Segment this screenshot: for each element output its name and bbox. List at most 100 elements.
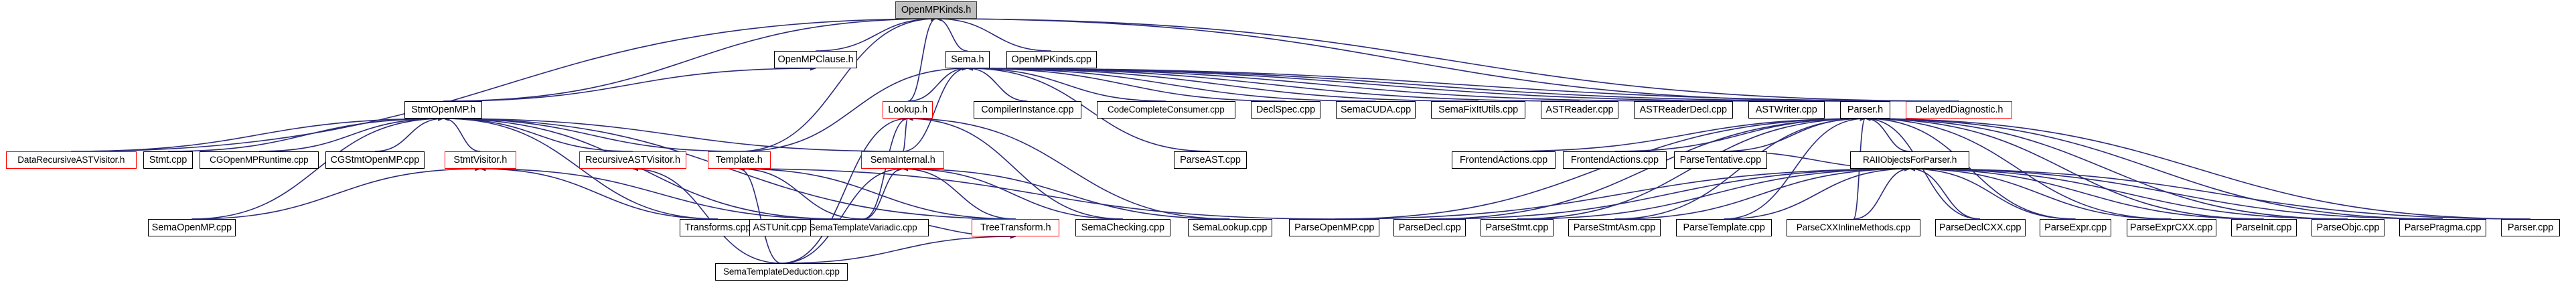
graph-node-parsepragma-cpp[interactable]: ParsePragma.cpp (2399, 219, 2486, 236)
graph-node-parser-cpp[interactable]: Parser.cpp (2500, 219, 2561, 236)
graph-node-parseexpr-cpp[interactable]: ParseExpr.cpp (2039, 219, 2112, 236)
graph-node-sema-h[interactable]: Sema.h (945, 51, 990, 68)
graph-node-parser-h[interactable]: Parser.h (1839, 101, 1891, 119)
graph-edge (443, 116, 739, 152)
graph-node-parseopenmp-cpp[interactable]: ParseOpenMP.cpp (1289, 219, 1380, 236)
graph-node-astunit-cpp[interactable]: ASTUnit.cpp (749, 219, 811, 236)
graph-node-treetransform-h[interactable]: TreeTransform.h (972, 219, 1060, 236)
graph-edge (966, 66, 1028, 102)
graph-node-recursiveastvisitor-h[interactable]: RecursiveASTVisitor.h (579, 151, 687, 169)
graph-node-codecompleteconsumer-cpp[interactable]: CodeCompleteConsumer.cpp (1096, 101, 1235, 119)
graph-node-stmtvisitor-h[interactable]: StmtVisitor.h (444, 151, 517, 169)
graph-edge (1430, 116, 1866, 220)
graph-node-astwriter-cpp[interactable]: ASTWriter.cpp (1748, 101, 1825, 119)
graph-node-semachecking-cpp[interactable]: SemaChecking.cpp (1075, 219, 1170, 236)
graph-edge (1853, 116, 1866, 220)
graph-node-cgopenmpruntime-cpp[interactable]: CGOpenMPRuntime.cpp (200, 151, 319, 169)
graph-edge (192, 116, 445, 220)
graph-edge (374, 116, 445, 152)
graph-edge (479, 166, 840, 220)
graph-edge (1909, 166, 2172, 220)
graph-edge (1909, 166, 2348, 220)
graph-edge (907, 116, 1230, 220)
graph-edge (781, 116, 909, 264)
graph-node-parseinit-cpp[interactable]: ParseInit.cpp (2230, 219, 2297, 236)
graph-node-frontendactions-cpp[interactable]: FrontendActions.cpp (1451, 151, 1556, 169)
graph-edge (966, 66, 1376, 102)
graph-node-parsetemplate-cpp[interactable]: ParseTemplate.cpp (1676, 219, 1772, 236)
graph-node-parsestmtasm-cpp[interactable]: ParseStmtAsm.cpp (1568, 219, 1661, 236)
graph-node-semalookup-cpp[interactable]: SemaLookup.cpp (1187, 219, 1272, 236)
graph-edge (1334, 166, 1911, 220)
graph-edge (738, 166, 1335, 220)
graph-edge (71, 116, 445, 152)
graph-node-stmt-cpp[interactable]: Stmt.cpp (143, 151, 193, 169)
graph-edge (1334, 116, 1866, 220)
graph-node-declspec-cpp[interactable]: DeclSpec.cpp (1250, 101, 1321, 119)
graph-edge (1720, 116, 1866, 152)
graph-edge (631, 166, 781, 264)
graph-node-template-h[interactable]: Template.h (708, 151, 771, 169)
graph-edge (935, 16, 968, 52)
graph-edge (739, 16, 937, 152)
graph-node-parsecxxinlinemethods-cpp[interactable]: ParseCXXInlineMethods.cpp (1787, 219, 1920, 236)
graph-edge (1864, 116, 2443, 220)
graph-node-semainternal-h[interactable]: SemaInternal.h (861, 151, 944, 169)
graph-edge (258, 116, 445, 152)
graph-edge (907, 16, 937, 102)
graph-edge (443, 116, 633, 152)
graph-edge (966, 66, 1166, 102)
graph-edge (966, 66, 1479, 102)
graph-edge (1724, 116, 1866, 220)
graph-edge (443, 116, 903, 152)
graph-node-openmpkinds-h[interactable]: OpenMPKinds.h (895, 1, 978, 19)
graph-edge (479, 166, 718, 220)
graph-node-stmtopenmp-h[interactable]: StmtOpenMP.h (404, 101, 482, 119)
graph-edge (1430, 166, 1911, 220)
graph-edge (966, 66, 1580, 102)
graph-node-compilerinstance-cpp[interactable]: CompilerInstance.cpp (974, 101, 1081, 119)
graph-edge (1853, 166, 1911, 220)
graph-node-parsedeclcxx-cpp[interactable]: ParseDeclCXX.cpp (1935, 219, 2026, 236)
graph-node-astreader-cpp[interactable]: ASTReader.cpp (1541, 101, 1618, 119)
graph-node-semafixitutils-cpp[interactable]: SemaFixItUtils.cpp (1431, 101, 1526, 119)
graph-node-astreaderdecl-cpp[interactable]: ASTReaderDecl.cpp (1633, 101, 1733, 119)
graph-edge (1864, 116, 2531, 220)
graph-edge (1864, 116, 2172, 220)
graph-node-transforms-cpp[interactable]: Transforms.cpp (679, 219, 757, 236)
graph-edge (781, 234, 1016, 264)
graph-edge (966, 66, 1286, 102)
graph-edge (935, 16, 1052, 52)
graph-node-semaopenmp-cpp[interactable]: SemaOpenMP.cpp (147, 219, 236, 236)
graph-edge (1864, 116, 2076, 220)
graph-node-datarecursiveastvisitor-h[interactable]: DataRecursiveASTVisitor.h (5, 151, 137, 169)
graph-edge (443, 116, 718, 220)
graph-edge (1909, 166, 1981, 220)
graph-node-parsestmt-cpp[interactable]: ParseStmt.cpp (1481, 219, 1554, 236)
graph-node-lookup-h[interactable]: Lookup.h (883, 101, 933, 119)
graph-node-parseast-cpp[interactable]: ParseAST.cpp (1174, 151, 1247, 169)
graph-node-openmpclause-h[interactable]: OpenMPClause.h (773, 51, 858, 68)
graph-edge (738, 166, 1016, 220)
graph-node-cgstmtopenmp-cpp[interactable]: CGStmtOpenMP.cpp (325, 151, 425, 169)
graph-node-sematemplatevariadic-cpp[interactable]: SemaTemplateVariadic.cpp (798, 219, 929, 236)
graph-edge (902, 116, 909, 152)
graph-node-semacuda-cpp[interactable]: SemaCUDA.cpp (1335, 101, 1416, 119)
graph-node-parseexprcxx-cpp[interactable]: ParseExprCXX.cpp (2126, 219, 2216, 236)
graph-node-openmpkinds-cpp[interactable]: OpenMPKinds.cpp (1006, 51, 1097, 68)
graph-node-delayeddiagnostic-h[interactable]: DelayedDiagnostic.h (1906, 101, 2013, 119)
graph-edge (443, 116, 1016, 220)
graph-node-parseobjc-cpp[interactable]: ParseObjc.cpp (2311, 219, 2385, 236)
graph-node-sematemplatededuction-cpp[interactable]: SemaTemplateDeduction.cpp (714, 263, 848, 281)
graph-edge (1909, 166, 2264, 220)
graph-node-parsetentative-cpp[interactable]: ParseTentative.cpp (1673, 151, 1768, 169)
graph-edge (1909, 166, 2443, 220)
graph-edge (168, 116, 445, 152)
graph-edge (443, 116, 481, 152)
graph-node-frontendactions-cpp[interactable]: FrontendActions.cpp (1562, 151, 1667, 169)
graph-edge (902, 166, 1016, 220)
graph-edge (863, 166, 904, 220)
graph-node-raiiobjectsforparser-h[interactable]: RAIIObjectsForParser.h (1850, 151, 1969, 169)
graph-node-parsedecl-cpp[interactable]: ParseDecl.cpp (1393, 219, 1466, 236)
